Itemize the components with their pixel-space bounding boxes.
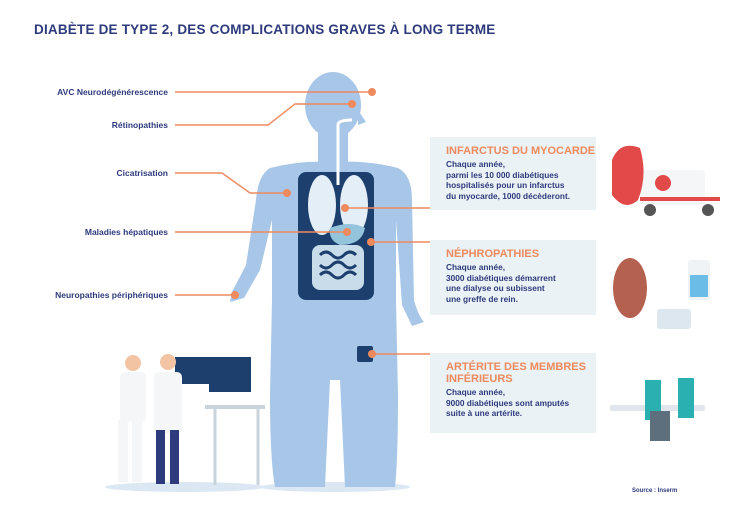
panel-infarctus: INFARCTUS DU MYOCARDE Chaque année, parm… <box>430 137 596 210</box>
panel-heading: INFARCTUS DU MYOCARDE <box>446 145 596 157</box>
panel-heading: ARTÉRITE DES MEMBRES INFÉRIEURS <box>446 361 586 385</box>
kidney-dialysis-illustration <box>613 258 710 329</box>
heart-ambulance-illustration <box>612 145 720 216</box>
marker-dots <box>231 88 376 358</box>
label-cicatrisation: Cicatrisation <box>116 168 169 178</box>
leg-artery <box>357 346 373 362</box>
page-title: DIABÈTE DE TYPE 2, DES COMPLICATIONS GRA… <box>34 22 496 37</box>
label-retinopathies: Rétinopathies <box>111 120 168 130</box>
intestines <box>312 245 364 290</box>
lungs <box>308 175 336 235</box>
panel-text: Chaque année, 9000 diabétiques sont ampu… <box>446 387 570 418</box>
leader-lines <box>175 91 430 355</box>
source-note: Source : Inserm <box>632 488 678 494</box>
doctors-illustration <box>118 354 265 485</box>
panel-heading: NÉPHROPATHIES <box>446 248 540 260</box>
panel-nephropathies: NÉPHROPATHIES Chaque année, 3000 diabéti… <box>430 240 596 315</box>
human-body <box>230 72 424 487</box>
label-maladies-hepatiques: Maladies hépatiques <box>84 227 168 237</box>
panel-text: Chaque année, 3000 diabétiques démarrent… <box>446 262 556 304</box>
surgery-illustration <box>610 378 705 441</box>
label-avc: AVC Neurodégénérescence <box>57 87 168 97</box>
panel-arterite: ARTÉRITE DES MEMBRES INFÉRIEURS Chaque a… <box>430 353 596 433</box>
label-neuropathies: Neuropathies périphériques <box>55 290 168 300</box>
panel-text: Chaque année, parmi les 10 000 diabétiqu… <box>446 159 571 201</box>
